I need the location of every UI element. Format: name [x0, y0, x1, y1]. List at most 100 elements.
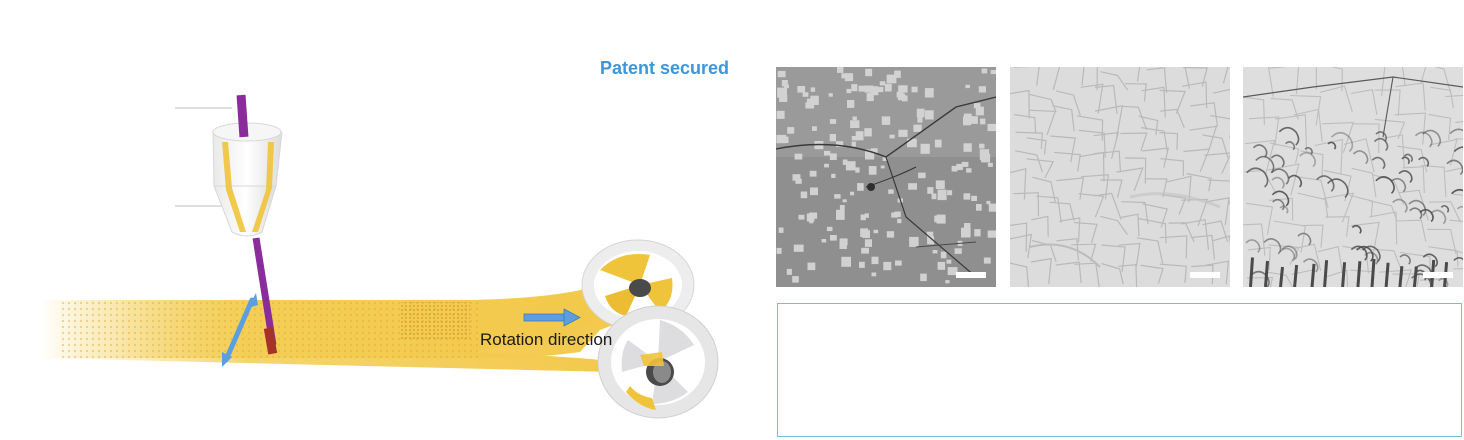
precipitate — [777, 70, 786, 78]
dendrite — [1288, 174, 1303, 188]
grain-boundary — [1343, 138, 1375, 173]
grain-boundary — [1212, 235, 1230, 246]
grain-boundary — [1300, 150, 1324, 179]
columnar-dendrite — [1249, 257, 1254, 287]
grain-boundary — [1322, 122, 1354, 153]
grain-boundary — [1159, 263, 1187, 283]
precipitate — [824, 163, 829, 168]
dendrite — [1430, 209, 1447, 225]
grain-boundary — [1052, 67, 1061, 90]
grain-boundary — [1212, 88, 1230, 94]
dendrite — [1399, 254, 1411, 265]
precipitate — [792, 174, 801, 181]
ribbon-dense-region — [400, 302, 470, 340]
precipitate — [961, 227, 971, 238]
precipitate — [868, 166, 877, 175]
columnar-dendrite — [1264, 260, 1269, 287]
dendrite — [1278, 126, 1300, 146]
precipitate — [821, 239, 827, 243]
grain-boundary — [1028, 109, 1057, 136]
precipitate — [778, 227, 784, 233]
grain-boundary — [1325, 216, 1350, 237]
lower-wheel — [597, 305, 719, 419]
precipitate — [978, 86, 986, 93]
precipitate — [926, 231, 934, 237]
precipitate — [979, 143, 985, 149]
columnar-dendrite — [1384, 262, 1390, 287]
precipitate — [947, 190, 953, 196]
dendrite — [1446, 159, 1463, 176]
grain-boundary — [1081, 67, 1085, 86]
grain-boundary — [1161, 194, 1187, 215]
grain-boundary — [1015, 131, 1044, 150]
grain-boundary — [1076, 115, 1104, 141]
scale-bar — [1423, 272, 1453, 278]
grain-boundary — [1351, 167, 1377, 198]
grain-boundary — [1300, 224, 1324, 248]
dendrite — [1245, 239, 1261, 253]
precipitate — [860, 214, 866, 221]
precipitate — [866, 92, 874, 102]
grain-boundary — [1160, 108, 1185, 129]
grain-boundary — [1030, 257, 1052, 284]
grain-boundary — [1207, 179, 1230, 205]
dendrite — [1453, 256, 1463, 261]
precipitate — [864, 239, 872, 247]
precipitate — [865, 68, 873, 77]
grain-boundary — [1121, 105, 1148, 131]
grain-boundary — [1449, 219, 1463, 222]
oscillation-arrow — [222, 293, 258, 367]
grain-boundary — [1455, 121, 1463, 124]
precipitate — [873, 229, 879, 234]
dendrite — [1271, 168, 1290, 185]
precipitate — [927, 187, 934, 194]
grain-boundary — [1181, 81, 1208, 109]
precipitate — [828, 93, 833, 97]
dendrite — [1297, 232, 1312, 246]
grain-boundary — [1247, 246, 1271, 271]
grain-boundary — [1096, 67, 1098, 91]
grain-boundary — [1081, 174, 1109, 200]
precipitate — [971, 195, 977, 201]
precipitate — [786, 268, 792, 275]
grain-boundary — [1395, 82, 1426, 111]
grain-boundary — [1101, 244, 1126, 273]
grain-boundary — [1342, 245, 1370, 274]
precipitate — [898, 129, 908, 137]
precipitate — [805, 102, 815, 109]
grain-boundary — [1118, 263, 1138, 287]
grain-boundary — [1243, 96, 1265, 125]
dendrite — [1316, 175, 1335, 192]
grain-boundary — [1036, 195, 1062, 223]
precipitate — [911, 86, 918, 93]
grain-boundary — [1430, 86, 1454, 109]
precipitate — [850, 120, 860, 128]
grain-boundary — [1293, 108, 1323, 143]
grain-boundary — [1266, 271, 1294, 287]
precipitate — [934, 215, 943, 223]
precipitate — [806, 213, 815, 222]
grain-boundary — [1314, 138, 1343, 174]
grain-boundary — [1141, 86, 1166, 118]
precipitate — [792, 276, 799, 283]
dendrite — [1371, 156, 1386, 170]
precipitate — [793, 244, 804, 252]
dendrite — [1246, 167, 1269, 188]
precipitate — [776, 247, 782, 254]
caption-box — [777, 303, 1462, 437]
grain-boundary — [1205, 197, 1230, 225]
precipitate — [980, 118, 986, 125]
grain-boundary — [1026, 137, 1047, 155]
precipitate — [916, 108, 925, 118]
precipitate — [946, 259, 952, 264]
precipitate — [798, 214, 805, 220]
precipitate — [839, 241, 847, 249]
precipitate — [888, 189, 894, 194]
grain-boundary — [1120, 132, 1148, 152]
columnar-dendrite — [1279, 266, 1284, 287]
precipitate — [864, 213, 869, 218]
dendrite — [1408, 199, 1427, 216]
grain-boundary — [1101, 262, 1124, 285]
grain-boundary — [1267, 67, 1274, 98]
